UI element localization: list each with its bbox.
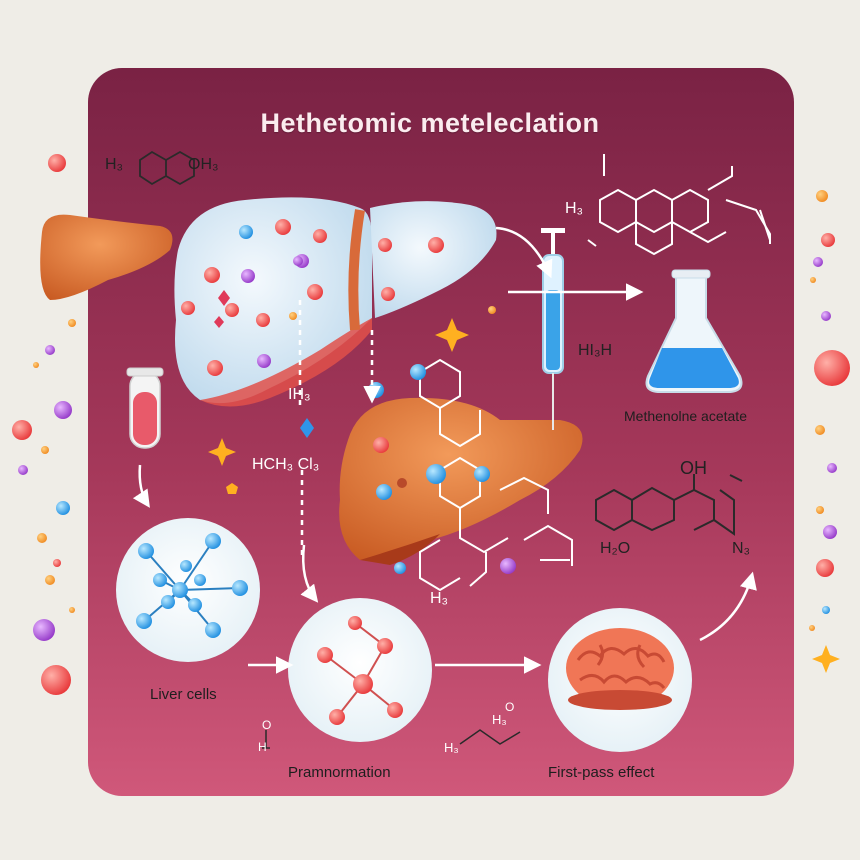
chem-label-h3-top-right: H₃ <box>565 200 584 217</box>
chem-structure-center <box>419 358 573 592</box>
chem-label-syringe: HI₃H <box>578 342 613 359</box>
molecule-atoms-blue <box>136 533 248 638</box>
diagram-title: Hethetomic meteleclation <box>260 108 600 138</box>
label-methenolone-acetate: Methenolne acetate <box>624 408 747 424</box>
chem-label-oh3-top-left: OH₃ <box>188 156 219 173</box>
label-liver-cells: Liver cells <box>150 686 217 703</box>
liver-icon-pale <box>174 197 497 407</box>
chem-label-n3: N₃ <box>732 540 751 557</box>
chem-structure-top-right <box>587 154 771 256</box>
chem-label-h3-right: H₃ <box>492 712 507 727</box>
label-transformation: Pramnormation <box>288 764 391 781</box>
chem-label-h3-mid: H₃ <box>430 590 449 607</box>
chem-label-h-small: H <box>258 740 267 754</box>
syringe-icon <box>541 228 565 430</box>
flask-icon <box>645 269 743 393</box>
molecule-atoms-red <box>317 616 403 725</box>
chem-structure-top-left <box>139 150 195 186</box>
label-first-pass-effect: First-pass effect <box>548 764 655 781</box>
brain-icon <box>566 628 674 710</box>
chem-label-h3-top-left: H₃ <box>105 156 124 173</box>
decorative-dots-left <box>12 154 76 695</box>
chem-label-ih3: IH₃ <box>288 386 311 403</box>
chem-label-o2: O <box>505 700 515 714</box>
decorative-dots-right <box>809 190 850 673</box>
chem-label-o-small: O <box>262 718 272 732</box>
chem-structure-bottom <box>262 729 521 749</box>
chem-label-hch3: HCH₃ Cl₃ <box>252 456 320 473</box>
chem-label-oh: OH <box>680 458 707 478</box>
chem-label-h3-bottom: H₃ <box>444 740 459 755</box>
chem-structure-right <box>595 474 743 536</box>
chem-label-h2o: H₂O <box>600 540 631 557</box>
liver-icon-small <box>40 214 173 300</box>
test-tube-icon <box>126 367 164 449</box>
flow-arrows <box>132 226 757 674</box>
liver-icon-orange <box>339 397 583 565</box>
